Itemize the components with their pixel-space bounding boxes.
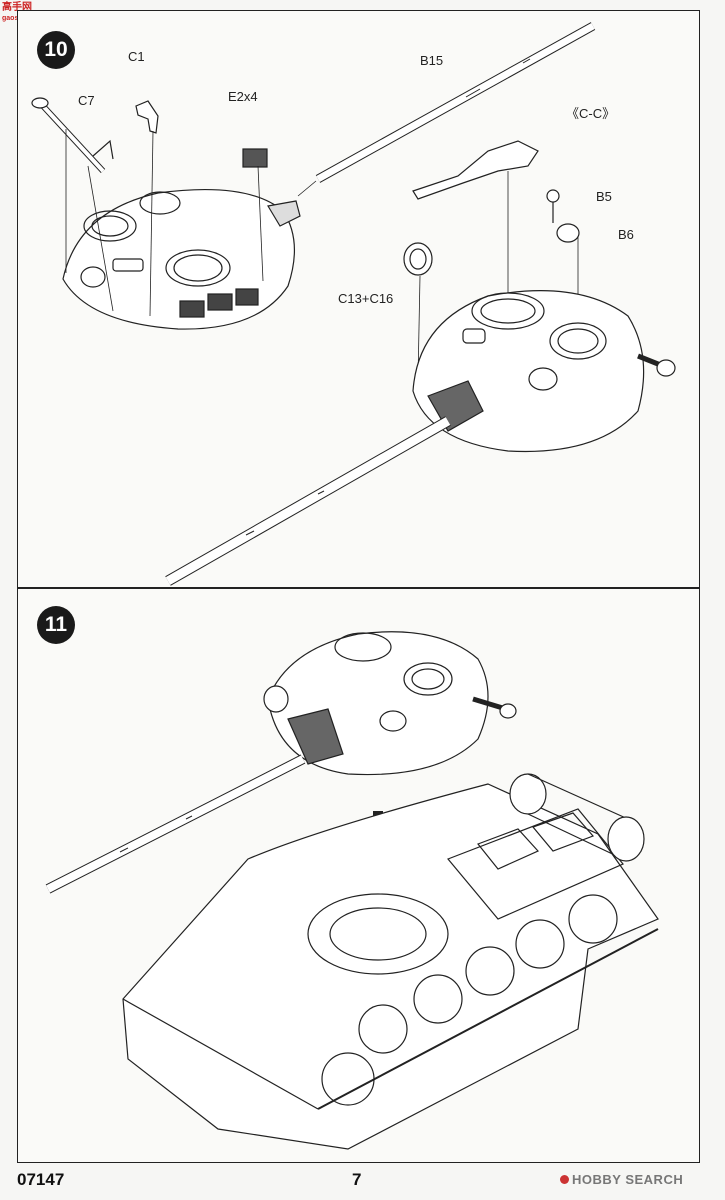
part-label-c7: C7 xyxy=(78,93,95,108)
part-label-e2x4: E2x4 xyxy=(228,89,258,104)
part-label-c13c16: C13+C16 xyxy=(338,291,394,306)
step-10-badge: 10 xyxy=(37,31,75,69)
part-label-b5: B5 xyxy=(596,189,612,204)
hobby-search-logo-icon xyxy=(560,1175,569,1184)
hobby-search-watermark: HOBBY SEARCH xyxy=(560,1172,683,1187)
step-11-badge: 11 xyxy=(37,606,75,644)
step-10-diagram xyxy=(31,22,676,586)
part-label-b6: B6 xyxy=(618,227,634,242)
hobby-search-text: HOBBY SEARCH xyxy=(572,1172,684,1187)
page-number: 7 xyxy=(352,1170,362,1189)
step-10-panel: 10 xyxy=(17,10,700,588)
step-11-panel: 11 xyxy=(17,588,700,1163)
site-logo-name: 高手网 xyxy=(2,2,32,13)
part-label-b15: B15 xyxy=(420,53,444,68)
step-11-diagram xyxy=(45,631,659,1150)
kit-number: 07147 xyxy=(17,1170,65,1189)
part-label-c1: C1 xyxy=(128,49,145,64)
part-label-cc: 《C-C》 xyxy=(566,106,616,121)
